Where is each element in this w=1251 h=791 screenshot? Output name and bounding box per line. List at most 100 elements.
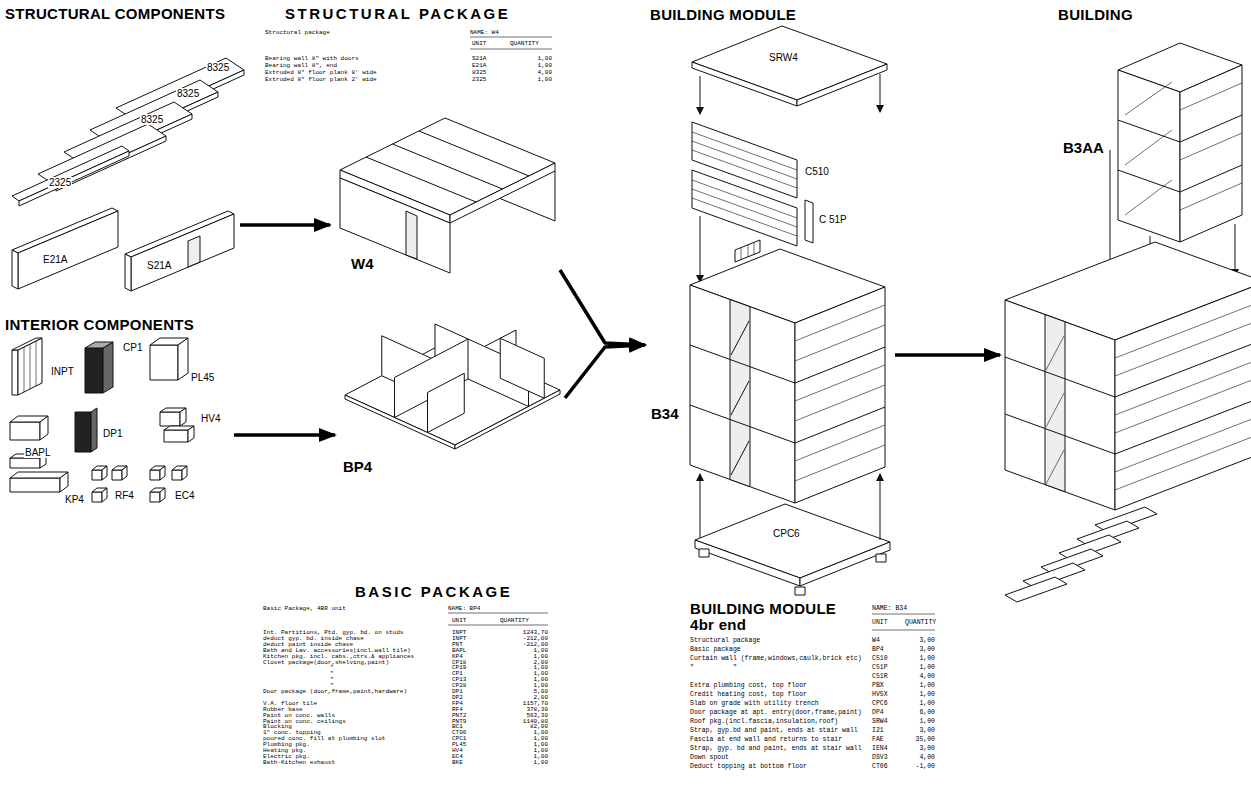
part-label: CPC6 [772,528,801,539]
table-cell: BP4 [872,647,884,654]
table-cell: W4 [872,638,880,645]
building-drawing [1005,43,1251,602]
stage-group: BP4BASIC PACKAGE [335,300,565,605]
table-cell: " " [690,665,737,672]
table-cell: 1,00 [919,665,935,672]
table-cell: Closet package(door,shelving,paint) [263,660,389,666]
table-cell: Bearing wall 8", end [265,63,337,69]
module-label: W4 [350,255,375,272]
table-cell: E21A [472,63,486,69]
table-cell: PBX [872,683,884,690]
table-cell: CT06 [872,764,888,771]
module-label: B34 [650,405,680,422]
table-cell: Structural package [265,30,330,36]
part-label: DP1 [102,428,123,439]
building-module-drawing [690,26,890,595]
stage-heading: BUILDING MODULE [650,6,796,23]
table-cell: CPC6 [872,701,888,708]
table-cell: SRW4 [872,719,888,726]
table-cell: Slab on grade with utility trench [690,701,819,708]
table-cell: DSV3 [872,755,888,762]
floor-planks [12,58,244,206]
stage-group: BUILDING MODULE B34 [645,4,895,600]
table-cell: 4,00 [538,70,552,76]
part-label: INPT [50,366,75,377]
table-cell: 3,00 [919,638,935,645]
table-cell: 3,00 [919,647,935,654]
part-label: SRW4 [768,52,799,63]
table-cell: 1,00 [919,719,935,726]
section-heading: STRUCTURAL PACKAGE [285,5,510,22]
section-heading: 4br end [690,616,746,633]
table-cell: UNIT [472,41,486,47]
part-label: CP1 [122,342,143,353]
part-label: C510 [804,166,830,177]
table-cell: Credit heating cost, top floor [690,692,807,699]
table-cell: Down spout [690,755,729,762]
table-cell: 1,00 [538,56,552,62]
table-cell: 3,00 [919,746,935,753]
part-label: HV4 [200,413,221,424]
stage-heading: BASIC PACKAGE [355,583,512,600]
table-cell: Extra plumbing cost, top floor [690,683,807,690]
table-cell: Extruded 8" floor plank 2' wide [265,77,377,83]
table-cell: QUANTITY [905,620,936,627]
stage-group: STRUCTURAL COMPONENTS [4,4,240,294]
table-cell: NAME: B34 [872,606,907,613]
table-cell: UNIT [872,620,888,627]
table-cell: Bearing wall 8" with doors [265,56,359,62]
stage-heading: INTERIOR COMPONENTS [5,316,194,333]
table-cell: 6,00 [919,710,935,717]
part-label: S21A [146,260,172,271]
table-cell: Door package at apt. entry(door,frame,pa… [690,710,862,717]
table-cell: Basic Package, 4BR unit [263,606,346,612]
table-rules [448,37,935,630]
table-cell: 4,00 [919,755,935,762]
table-cell: Strap, gyp.bd and paint, ends at stair w… [690,728,858,735]
table-cell: I21 [872,728,884,735]
flow-arrow [895,353,1000,357]
table-cell: UNIT [452,618,466,624]
part-label: EC4 [174,490,195,501]
basic-package-drawing [345,324,560,449]
flow-arrow [565,345,645,398]
table-cell: 1,00 [919,656,935,663]
table-cell: Fascia at end wall and returns to stair [690,737,842,744]
table-cell: Deduct topping at bottom floor [690,764,807,771]
table-cell: 8325 [472,70,486,76]
part-label: 8325 [140,114,164,125]
stage-group: W4 [330,105,560,290]
table-cell: 3,00 [919,728,935,735]
table-cell: -1,00 [915,764,935,771]
table-cell: 35,00 [915,737,935,744]
table-cell: C510 [872,656,888,663]
stage-group: BUILDINGB3AA [1000,4,1247,600]
table-cell: Strap, gyp. bd and paint, ends at stair … [690,746,862,753]
table-cell: C51R [872,674,888,681]
table-cell: DP4 [872,710,884,717]
table-cell: 1,00 [534,760,548,766]
table-cell: Bath-Kitchen exhaust [263,760,335,766]
table-cell: Structural package [690,638,760,645]
part-label: KP4 [64,494,85,505]
part-label: 2325 [48,177,72,188]
table-cell: QUANTITY [500,618,529,624]
table-cell: HV5X [872,692,888,699]
module-label: BP4 [342,458,373,475]
part-label: BAPL [24,447,52,458]
table-cell: NAME: BP4 [448,606,480,612]
table-cell: 1,00 [919,683,935,690]
table-cell: BKE [452,760,463,766]
table-cell: Curtain wall (frame,windows,caulk,brick … [690,656,862,663]
part-label: 8325 [206,62,230,73]
table-cell: Door package (door,frame,paint,hardware) [263,689,407,695]
table-cell: FAE [872,737,884,744]
part-label: 8325 [176,88,200,99]
table-cell: IEN4 [872,746,888,753]
table-cell: Basic package [690,647,741,654]
table-cell: Roof pkg.(incl.fascia,insulation,roof) [690,719,838,726]
flow-arrow [560,270,645,345]
table-cell: 2325 [472,77,486,83]
